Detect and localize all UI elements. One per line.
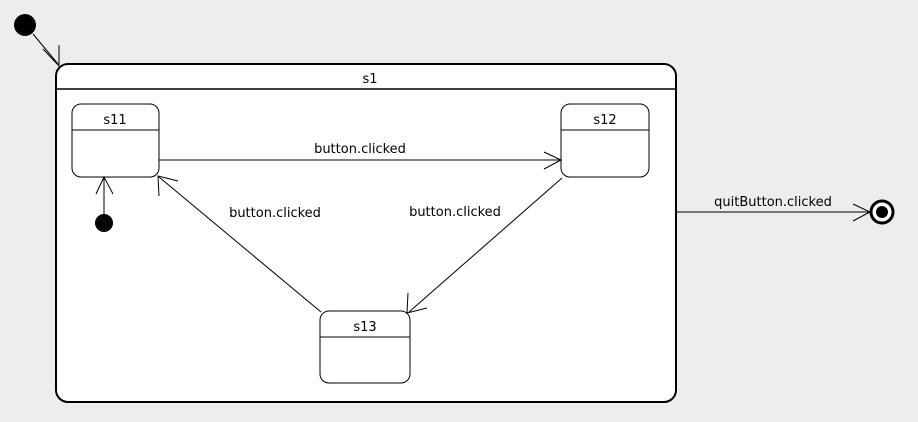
- arrowhead-icon: [95, 175, 114, 195]
- transition-s12-to-s13: [406, 177, 563, 314]
- arrowhead-icon: [42, 45, 60, 68]
- arrowhead-icon: [543, 151, 563, 170]
- state-s13[interactable]: [319, 310, 411, 384]
- transition-label-s13-to-s11: button.clicked: [229, 206, 321, 221]
- state-s1-label: s1: [362, 72, 377, 87]
- final-state-icon: [869, 199, 895, 225]
- transition-label-s11-to-s12: button.clicked: [314, 142, 406, 157]
- state-s11-box: [71, 103, 160, 178]
- state-s13-box: [319, 310, 411, 384]
- state-s11[interactable]: [71, 103, 160, 178]
- transition-s13-to-s11: [157, 175, 322, 313]
- inner-initial-state-icon: [95, 214, 113, 232]
- state-s1-box: [55, 63, 677, 403]
- arrowhead-icon: [406, 292, 428, 314]
- outer-initial-state-icon: [14, 14, 36, 36]
- transition-label-s1-to-final: quitButton.clicked: [714, 195, 832, 210]
- arrowhead-icon: [157, 175, 179, 197]
- transition-outer-initial-to-s1: [32, 33, 60, 68]
- transition-label-s12-to-s13: button.clicked: [409, 205, 501, 220]
- state-s12[interactable]: [560, 103, 650, 178]
- state-s12-label: s12: [593, 113, 616, 128]
- transition-s11-to-s12: [159, 151, 563, 170]
- state-s1[interactable]: [55, 63, 677, 403]
- state-s12-box: [560, 103, 650, 178]
- state-s13-label: s13: [353, 320, 376, 335]
- state-s11-label: s11: [103, 113, 126, 128]
- transition-inner-initial-to-s11: [95, 175, 114, 214]
